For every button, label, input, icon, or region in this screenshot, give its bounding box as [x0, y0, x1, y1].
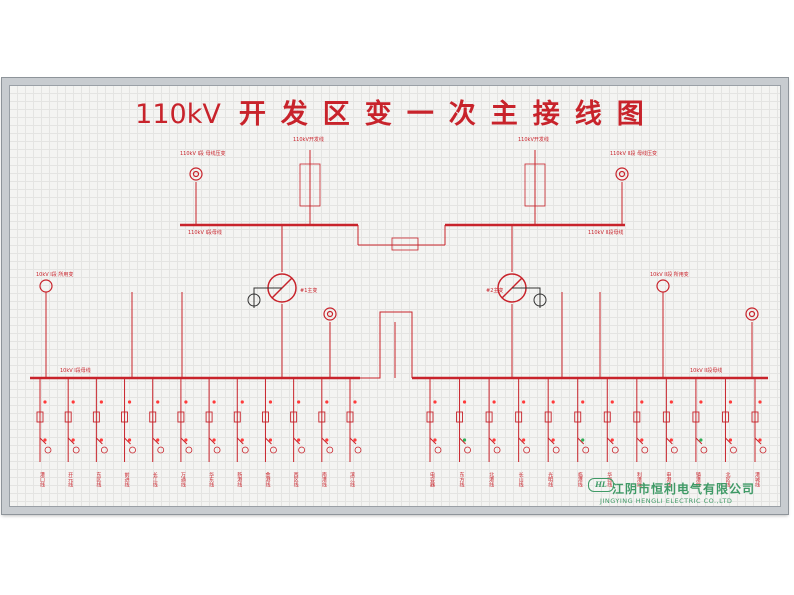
feeder-column: 北港线	[485, 378, 501, 487]
feeder-column: 金港线	[262, 378, 277, 487]
feeder-label: 光明线	[547, 471, 553, 487]
feeder-label: 滨江线	[349, 471, 355, 487]
feeder-label: 东方线	[459, 471, 465, 487]
label-pt-right: 110kV II段 母线压变	[610, 150, 657, 157]
label-bus110-left: 110kV I段母线	[188, 229, 222, 236]
feeder-column: 申港线	[662, 378, 678, 487]
feeder-label: 镇港线	[695, 471, 701, 487]
label-tr1: #1主变	[300, 287, 317, 294]
feeder-column: 电容器	[426, 378, 442, 488]
feeder-label: 港城线	[754, 471, 760, 487]
feeder-column: 开元线	[64, 378, 80, 487]
feeder-column: 临港线	[574, 378, 590, 487]
feeder-label: 南港线	[321, 471, 327, 487]
feeder-column: 万通线	[177, 378, 193, 487]
feeder-label: 长江线	[152, 471, 158, 487]
feeders-left: 港口线 开元线 东区线 前进线 长江线 万通线 华东线 新港线 金港线 西区线 南港线 滨江线	[36, 378, 362, 487]
feeder-label: 开元线	[67, 472, 73, 487]
label-line-left: 110kV开发线	[293, 136, 324, 143]
label-line-right: 110kV开发线	[518, 136, 549, 143]
diagram-board	[1, 77, 789, 515]
feeder-column: 西区线	[290, 378, 306, 487]
feeder-column: 利港线	[633, 378, 649, 487]
feeder-column: 华西线	[603, 378, 619, 487]
company-logo: HL	[588, 478, 614, 492]
label-bus10-right: 10kV II段母线	[690, 367, 722, 374]
feeder-column: 东方线	[456, 378, 471, 487]
feeder-column: 南港线	[318, 378, 334, 487]
feeder-label: 前进线	[124, 471, 130, 487]
feeder-label: 东区线	[95, 471, 101, 487]
feeder-label: 西区线	[293, 472, 299, 487]
title-voltage: 110kV	[135, 99, 221, 130]
feeder-label: 北区线	[724, 471, 730, 487]
feeder-column: 北区线	[722, 378, 737, 487]
company-name-en: JINGYING HENGLI ELECTRIC CO.,LTD	[600, 497, 733, 505]
label-pt-left: 110kV I段 母线压变	[180, 150, 226, 157]
feeder-column: 滨江线	[346, 378, 362, 487]
label-tr2: #2主变	[486, 287, 503, 294]
feeder-label: 临港线	[577, 471, 583, 487]
feeder-label: 利港线	[636, 471, 642, 487]
feeder-label: 万通线	[180, 472, 186, 487]
feeder-label: 长山线	[518, 471, 524, 487]
feeder-column: 东区线	[92, 378, 108, 487]
feeder-label: 华东线	[208, 471, 214, 487]
page-title: 110kV 开发区变一次主接线图	[0, 92, 794, 131]
feeders-right: 电容器 东方线 北港线 长山线 光明线 临港线 华西线利港线 申港线 镇港线 北区线 港城线	[426, 378, 767, 488]
feeder-label: 申港线	[665, 471, 671, 487]
feeder-column: 长江线	[149, 378, 165, 487]
feeder-column: 长山线	[515, 378, 531, 487]
feeder-column: 镇港线	[692, 378, 708, 487]
feeder-label: 北港线	[488, 471, 494, 487]
feeder-column: 前进线	[121, 378, 136, 487]
label-bus110-right: 110kV II段母线	[588, 229, 623, 236]
title-name: 开发区变一次主接线图	[238, 99, 659, 130]
feeder-label: 港口线	[39, 471, 45, 487]
feeder-column: 光明线	[544, 378, 560, 487]
label-bus10-left: 10kV I段母线	[60, 367, 91, 374]
feeder-column: 华东线	[205, 378, 221, 487]
label-station-right: 10kV II段 所用变	[650, 271, 689, 278]
feeder-label: 新港线	[236, 471, 242, 487]
label-station-left: 10kV I段 所用变	[36, 271, 73, 278]
feeder-column: 港口线	[36, 378, 52, 487]
feeder-label: 电容器	[429, 471, 435, 488]
feeder-column: 新港线	[233, 378, 249, 487]
feeder-label: 金港线	[264, 471, 270, 487]
feeder-column: 港城线	[751, 378, 767, 487]
company-name-cn: 江阴市恒利电气有限公司	[612, 482, 756, 496]
